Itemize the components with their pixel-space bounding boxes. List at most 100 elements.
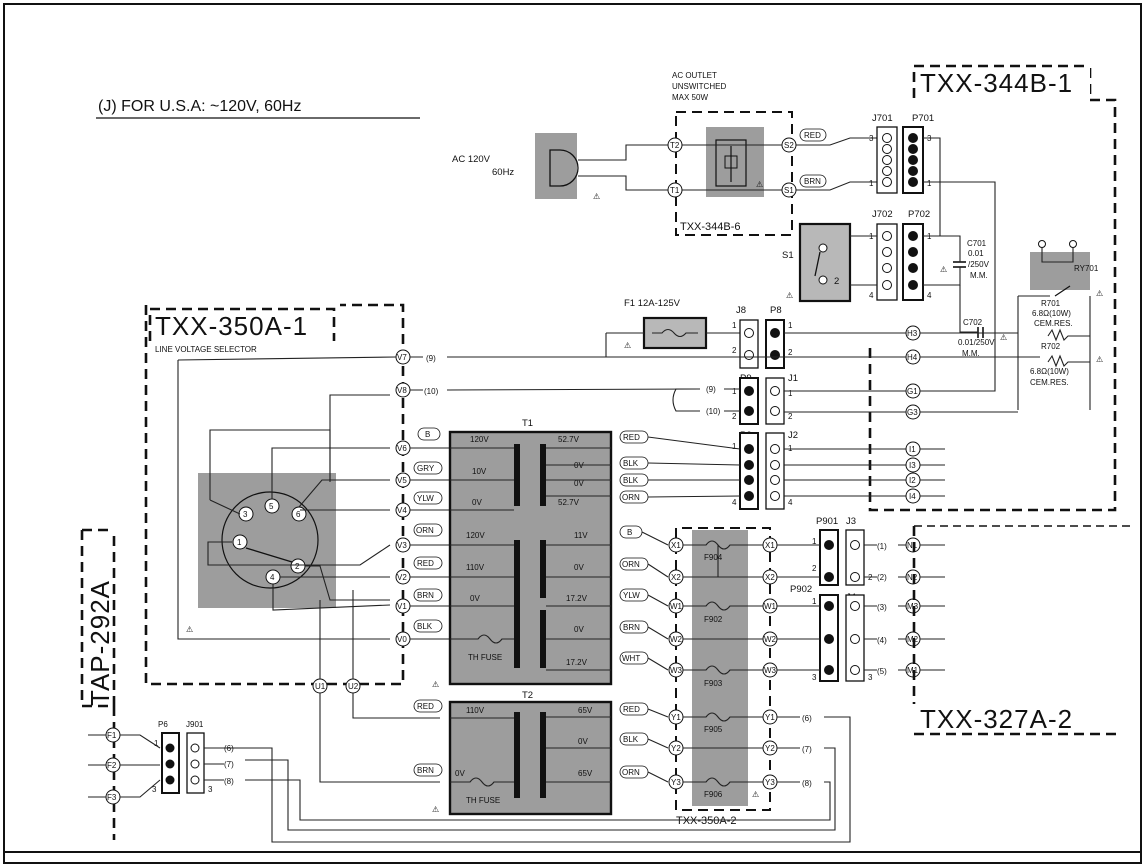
label-p902: P902 (790, 584, 812, 595)
wire-number-7: (7) (224, 760, 234, 769)
terminal-w2-left: W2 (670, 635, 683, 644)
label-p701: P701 (912, 113, 934, 124)
terminal-s2: S2 (784, 141, 794, 150)
board-tap-292a: TAP-292A (80, 528, 116, 840)
t2-thermal-fuse: TH FUSE (466, 796, 500, 805)
ac-input-voltage: AC 120V (452, 154, 491, 165)
t1-primary-10v: 10V (472, 467, 487, 476)
pin-1: 1 (927, 179, 932, 188)
pin-3: 3 (152, 785, 157, 794)
fuse-f1-label: F1 12A-125V (624, 298, 681, 309)
connector-p9-j1: P9 J1 1 2 1 2 (9) (10) (672, 373, 906, 425)
line-voltage-selector-label: LINE VOLTAGE SELECTOR (155, 345, 257, 354)
fuse-f902: F902 (704, 615, 723, 624)
pin-4: 4 (927, 291, 932, 300)
wire-color-red: RED (417, 702, 434, 711)
t1-secondary-0v-b: 0V (574, 479, 584, 488)
pin-1: 1 (812, 537, 817, 546)
t1-secondary-0v-c: 0V (574, 563, 584, 572)
t2-label: T2 (522, 690, 533, 701)
label-j702: J702 (872, 209, 893, 220)
terminal-v4: V4 (397, 506, 407, 515)
terminal-v8: V8 (397, 386, 407, 395)
terminal-w3-right: W3 (764, 666, 777, 675)
ac-outlet-max: MAX 50W (672, 93, 708, 102)
t2-secondary-0v: 0V (578, 737, 588, 746)
wire-color-blk: BLK (623, 459, 639, 468)
connector-p6-j901: F1 F2 F3 P6 J901 1 3 3 (6) (7) (8) (88, 720, 234, 805)
pin-1: 1 (812, 597, 817, 606)
pin-2: 2 (788, 348, 793, 357)
board-txx-344b-1: TXX-344B-1 (868, 64, 1117, 512)
wire-number-1: (1) (877, 542, 887, 551)
wire-color-ylw: YLW (417, 494, 434, 503)
t1-output-wire-labels: RED BLK BLK ORN B ORN YLW BRN WHT (619, 430, 741, 671)
terminal-w2-right: W2 (764, 635, 777, 644)
t2-primary-0v: 0V (455, 769, 465, 778)
terminal-u2: U2 (348, 682, 359, 691)
wire-color-red: RED (804, 131, 821, 140)
connector-p901-j3: P901 J3 1 2 2 (1) (2) (777, 516, 887, 586)
label-j701: J701 (872, 113, 893, 124)
t1-label: T1 (522, 418, 533, 429)
terminal-i2: I2 (909, 476, 916, 485)
wire-color-brn: BRN (417, 591, 434, 600)
board-label-tap-292a: TAP-292A (85, 580, 115, 706)
label-j2: J2 (788, 430, 798, 441)
t2-secondary-65v-b: 65V (578, 769, 593, 778)
terminals-v: V7 V8 V6 V5 V4 V3 V2 V1 V0 (9) (10) (177, 349, 900, 647)
wire-number-4: (4) (877, 636, 887, 645)
connector-j701-p701: J701 P701 3 1 3 1 (869, 113, 934, 194)
terminal-t2: T2 (670, 141, 680, 150)
r701-value: 6.8Ω(10W) (1032, 309, 1071, 318)
pin-1: 1 (732, 321, 737, 330)
wire-color-brn: BRN (417, 766, 434, 775)
wire-number-9: (9) (706, 385, 716, 394)
terminal-g1: G1 (907, 387, 918, 396)
terminal-n1: N1 (907, 541, 918, 550)
board-txx-350a-1: TXX-350A-1 LINE VOLTAGE SELECTOR (144, 303, 405, 686)
ac-outlet-label: AC OUTLET (672, 71, 717, 80)
switch-label: S1 (782, 250, 794, 261)
ac-outlet-block: AC OUTLET UNSWITCHED MAX 50W TXX-344B-6 … (672, 71, 793, 236)
pin-4: 4 (788, 498, 793, 507)
switch-pin-2: 2 (834, 276, 839, 287)
wire-color-blk: BLK (623, 476, 639, 485)
warning-icon: ⚠ (940, 265, 947, 274)
label-p6: P6 (158, 720, 168, 729)
fuse-f904: F904 (704, 553, 723, 562)
r702-type: CEM.RES. (1030, 378, 1069, 387)
fuse-f906: F906 (704, 790, 723, 799)
r701-label: R701 (1041, 299, 1061, 308)
pin-2: 2 (732, 412, 737, 421)
pin-1: 1 (788, 321, 793, 330)
warning-icon: ⚠ (186, 625, 193, 634)
terminals-h-g: H3 H4 G1 G3 (905, 296, 1040, 420)
warning-icon: ⚠ (786, 291, 793, 300)
t1-body (448, 430, 613, 686)
wire-color-orn: ORN (622, 768, 640, 777)
selector-pin-1: 1 (237, 538, 242, 547)
relay-ry701: RY701 ⚠ R701 6.8Ω(10W) CEM.RES. R702 6.8… (1017, 240, 1103, 410)
connector-j702-p702: J702 P702 1 4 1 4 (869, 209, 932, 301)
t1-primary-120v-b: 120V (466, 531, 485, 540)
label-p8: P8 (770, 305, 782, 316)
pin-4: 4 (869, 291, 874, 300)
t2-secondary-65v-a: 65V (578, 706, 593, 715)
wire-number-10: (10) (424, 387, 439, 396)
t1-secondary-17v-b: 17.2V (566, 658, 588, 667)
c701-value: 0.01 (968, 249, 984, 258)
terminal-v0: V0 (397, 635, 407, 644)
warning-icon: ⚠ (752, 790, 759, 799)
wire-color-b: B (425, 430, 430, 439)
r702-value: 6.8Ω(10W) (1030, 367, 1069, 376)
c701-voltage: /250V (968, 260, 990, 269)
ac-input-frequency: 60Hz (492, 167, 514, 178)
wire-color-ylw: YLW (623, 591, 640, 600)
selector-pin-5: 5 (269, 502, 274, 511)
fuse-f905: F905 (704, 725, 723, 734)
connector-p2-j2: P2 J2 1 4 1 4 (732, 430, 945, 510)
terminal-w1-left: W1 (670, 602, 683, 611)
diagram-title: (J) FOR U.S.A: ~120V, 60Hz (98, 98, 301, 115)
wire-number-8: (8) (224, 777, 234, 786)
